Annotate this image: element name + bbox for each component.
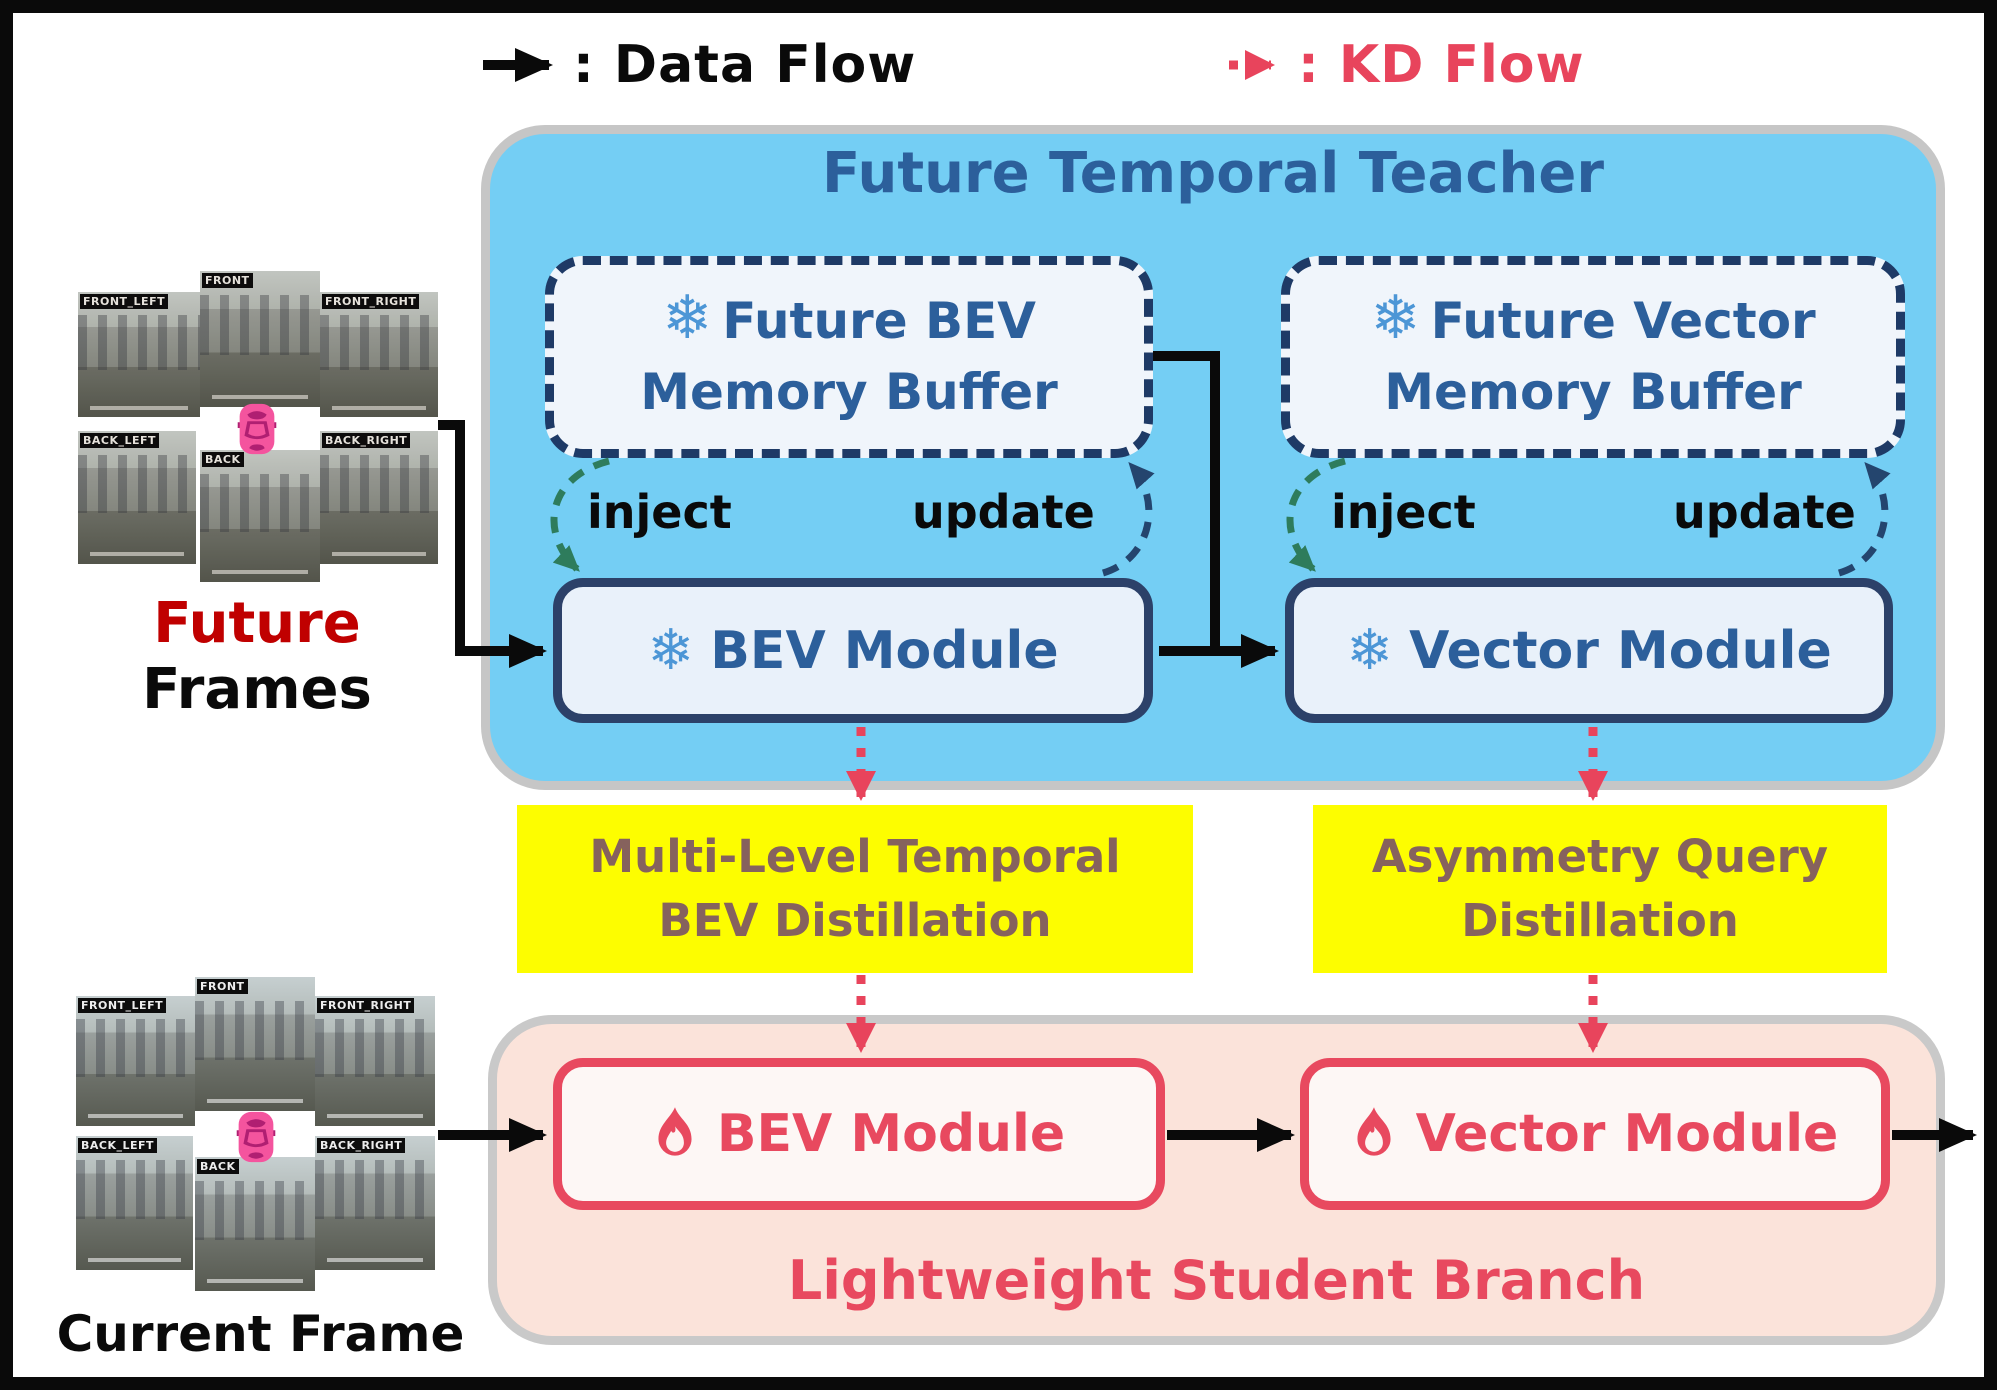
future-camera-front: FRONT: [200, 271, 320, 407]
camera-label: FRONT_LEFT: [80, 294, 169, 309]
bev-buffer-line1: Future BEV: [722, 292, 1036, 350]
future-camera-back: BACK: [200, 450, 320, 582]
snowflake-icon: ❄: [662, 283, 713, 353]
future-bev-memory-buffer: ❄Future BEV Memory Buffer: [545, 256, 1153, 458]
flame-icon: [1357, 1107, 1391, 1156]
current-camera-back: BACK: [195, 1157, 315, 1291]
camera-label: FRONT: [202, 273, 253, 288]
update-label-bev: update: [912, 485, 1095, 539]
current-camera-back-right: BACK_RIGHT: [315, 1136, 435, 1270]
camera-label: FRONT_RIGHT: [317, 998, 415, 1013]
legend-kd-flow-label: : KD Flow: [1298, 35, 1585, 95]
camera-label: BACK: [197, 1159, 239, 1174]
update-label-vector: update: [1673, 485, 1856, 539]
camera-label: BACK_LEFT: [80, 433, 160, 448]
multi-level-temporal-bev-distillation-box: Multi-Level Temporal BEV Distillation: [517, 805, 1193, 973]
current-camera-front: FRONT: [195, 977, 315, 1111]
inject-label-vector: inject: [1331, 485, 1476, 539]
camera-label: BACK_LEFT: [78, 1138, 158, 1153]
future-camera-back-left: BACK_LEFT: [78, 431, 196, 564]
snowflake-icon: ❄: [647, 617, 695, 683]
student-bev-module: BEV Module: [553, 1058, 1165, 1210]
vector-buffer-line1: Future Vector: [1430, 292, 1816, 350]
flame-icon: [658, 1107, 692, 1156]
current-camera-front-right: FRONT_RIGHT: [315, 996, 435, 1126]
camera-label: FRONT_LEFT: [78, 998, 167, 1013]
student-vector-module-label: Vector Module: [1415, 1104, 1839, 1164]
future-camera-front-left: FRONT_LEFT: [78, 292, 200, 417]
vector-buffer-line2: Memory Buffer: [1384, 363, 1802, 421]
query-distill-line1: Asymmetry Query: [1371, 830, 1829, 884]
ego-car-icon: [236, 1111, 276, 1163]
current-frame-caption: Current Frame: [56, 1305, 465, 1363]
inject-label-bev: inject: [587, 485, 732, 539]
future-vector-memory-buffer: ❄Future Vector Memory Buffer: [1281, 256, 1905, 458]
student-vector-module: Vector Module: [1300, 1058, 1890, 1210]
student-bev-module-label: BEV Module: [716, 1104, 1066, 1164]
bev-buffer-line2: Memory Buffer: [640, 363, 1058, 421]
camera-label: BACK: [202, 452, 244, 467]
student-title: Lightweight Student Branch: [787, 1249, 1646, 1312]
camera-label: BACK_RIGHT: [322, 433, 411, 448]
current-camera-back-left: BACK_LEFT: [76, 1136, 193, 1270]
bev-distill-line1: Multi-Level Temporal: [589, 830, 1121, 884]
future-frames-caption: Future Frames: [107, 591, 407, 723]
query-distill-line2: Distillation: [1461, 894, 1739, 947]
camera-label: FRONT_RIGHT: [322, 294, 420, 309]
future-frames-caption-line1: Future: [153, 591, 361, 656]
camera-label: BACK_RIGHT: [317, 1138, 406, 1153]
ego-car-icon: [237, 403, 277, 455]
legend-data-flow-label: : Data Flow: [573, 35, 917, 95]
teacher-vector-module-label: Vector Module: [1409, 620, 1832, 681]
teacher-title: Future Temporal Teacher: [821, 141, 1604, 206]
asymmetry-query-distillation-box: Asymmetry Query Distillation: [1313, 805, 1887, 973]
teacher-vector-module: ❄ Vector Module: [1285, 578, 1893, 723]
camera-label: FRONT: [197, 979, 248, 994]
future-frames-caption-line2: Frames: [142, 657, 372, 723]
snowflake-icon: ❄: [1346, 617, 1394, 683]
teacher-bev-module-label: BEV Module: [710, 620, 1059, 681]
future-camera-back-right: BACK_RIGHT: [320, 431, 438, 564]
future-camera-front-right: FRONT_RIGHT: [320, 292, 438, 417]
snowflake-icon: ❄: [1370, 283, 1421, 353]
teacher-bev-module: ❄ BEV Module: [553, 578, 1153, 723]
bev-distill-line2: BEV Distillation: [658, 894, 1052, 947]
current-camera-front-left: FRONT_LEFT: [76, 996, 195, 1126]
